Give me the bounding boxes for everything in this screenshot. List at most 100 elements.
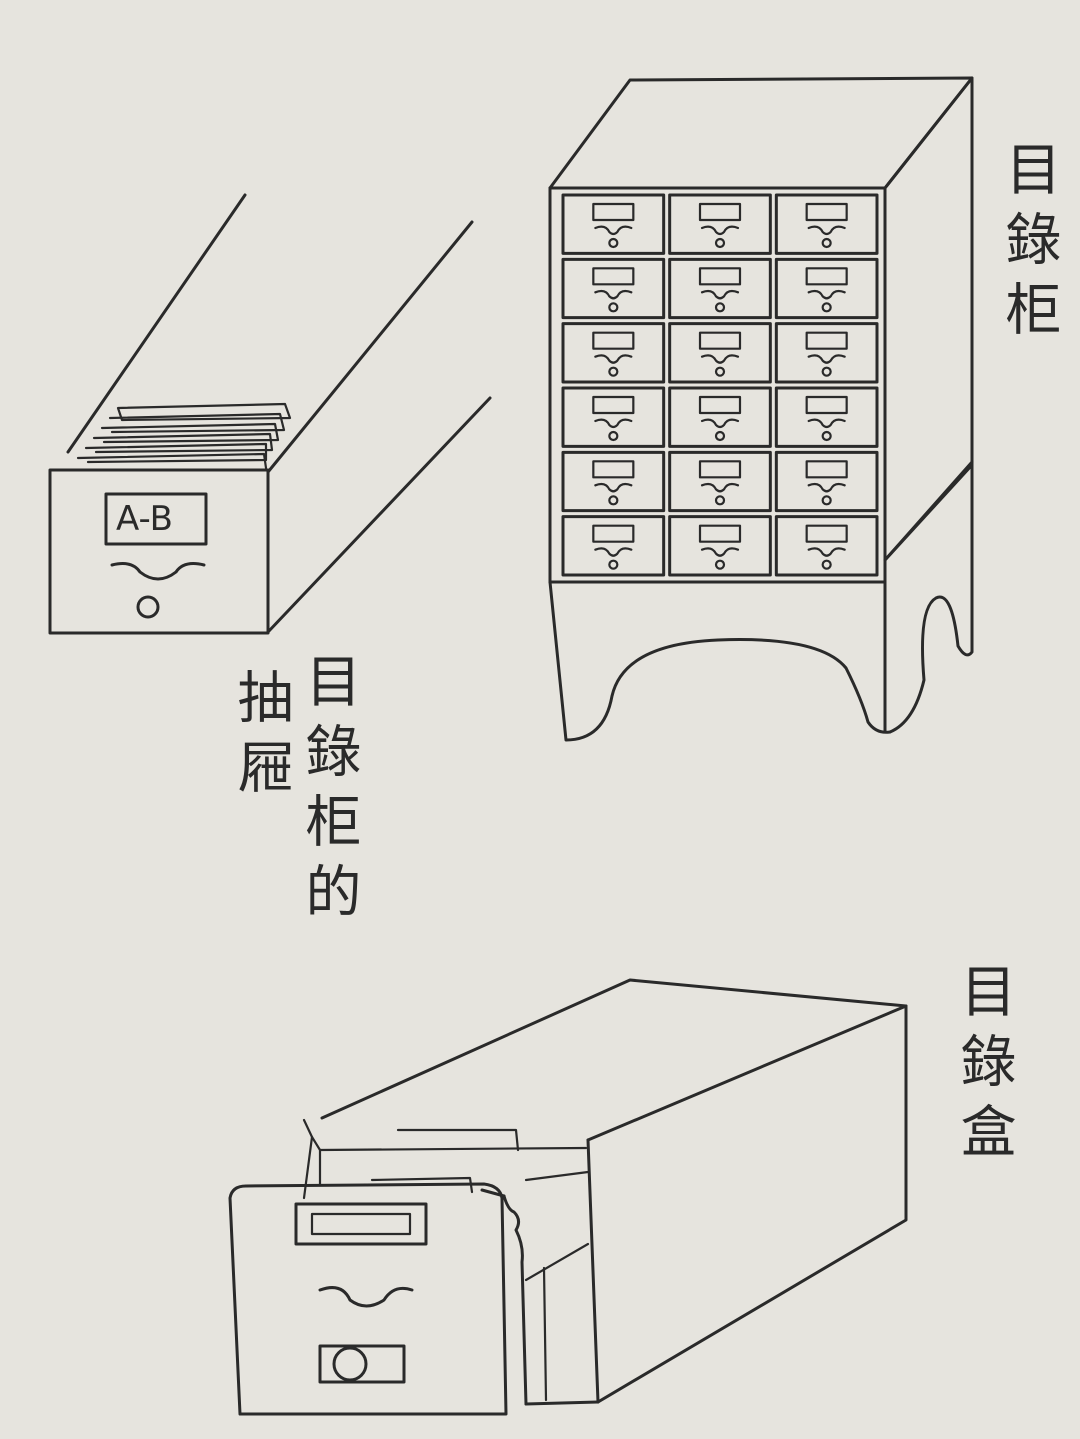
drawer-handle (807, 225, 846, 236)
drawer-knob (714, 366, 726, 377)
cabinet-drawer (668, 257, 772, 320)
cabinet-drawer (774, 515, 879, 577)
drawer-front (668, 515, 772, 577)
drawer-handle (700, 418, 740, 429)
drawer-handle (700, 482, 740, 493)
drawer-label-holder (698, 395, 742, 415)
cabinet-drawer (668, 322, 772, 384)
drawer-label-holder (592, 331, 635, 350)
drawer-handle (807, 547, 846, 557)
drawer-knob (608, 559, 619, 570)
drawer-handle (594, 547, 633, 557)
drawer-knob (608, 495, 619, 506)
drawer-label-holder (805, 524, 848, 543)
drawer-label-holder (698, 460, 742, 479)
drawer-front (561, 257, 666, 320)
drawer-knob (821, 237, 832, 249)
drawer-handle (594, 482, 633, 493)
cabinet-drawer (774, 386, 879, 448)
drawer-knob (714, 430, 726, 442)
drawer-label-holder (592, 202, 635, 222)
drawer-front (774, 386, 879, 448)
drawer-knob (714, 559, 726, 570)
drawer-handle (594, 289, 633, 300)
drawer-front (774, 515, 879, 577)
drawer-front (668, 193, 772, 255)
cabinet-drawer (668, 515, 772, 577)
drawer-front (561, 322, 666, 384)
cabinet-drawer (774, 322, 879, 384)
cabinet-drawer (774, 257, 879, 320)
cabinet-drawer (668, 193, 772, 255)
drawer-knob (714, 302, 726, 313)
drawer-handle (807, 354, 846, 364)
drawer-knob (608, 302, 619, 313)
drawer-front (774, 450, 879, 513)
drawer-knob (714, 237, 726, 249)
drawer-label-holder (805, 395, 848, 415)
drawer-label-holder (805, 460, 848, 479)
drawer-handle (807, 418, 846, 429)
drawer-front (774, 322, 879, 384)
drawer-front (668, 386, 772, 448)
drawer-front (774, 257, 879, 320)
drawer-handle (594, 418, 633, 429)
drawer-label-holder (805, 202, 848, 222)
cabinet-drawer (561, 386, 666, 448)
drawer-knob (821, 430, 832, 442)
drawer-label-holder (592, 524, 635, 543)
cabinet-drawer (561, 193, 666, 255)
drawer-handle (594, 354, 633, 364)
drawer-front (774, 193, 879, 255)
drawer-knob (821, 366, 832, 377)
cabinet-drawers (561, 193, 879, 577)
drawer-label-holder (592, 267, 635, 286)
drawer-label-holder (698, 267, 742, 286)
drawer-label-holder (698, 202, 742, 222)
drawer-knob (821, 495, 832, 506)
drawer-handle (700, 354, 740, 364)
cabinet-drawer (668, 450, 772, 513)
drawer-handle (700, 225, 740, 236)
drawer-label-holder (592, 460, 635, 479)
catalog-box-drawing (228, 978, 908, 1416)
drawer-label-holder (698, 331, 742, 350)
drawer-handle (807, 289, 846, 300)
drawer-front (561, 386, 666, 448)
drawer-handle (594, 225, 633, 236)
drawer-knob (821, 302, 832, 313)
drawer-caption-line-1: 抽屜 (228, 668, 293, 808)
drawer-front (561, 515, 666, 577)
cabinet-drawer (561, 515, 666, 577)
drawer-knob (714, 495, 726, 506)
drawer-knob (608, 430, 619, 442)
cabinet-drawer (561, 257, 666, 320)
catalog-cabinet-drawing (548, 76, 974, 742)
drawer-front (668, 322, 772, 384)
drawer-label-holder (805, 331, 848, 350)
drawer-handle (700, 547, 740, 557)
cabinet-drawer (774, 193, 879, 255)
box-caption: 目錄盒 (951, 962, 1016, 1172)
drawer-front (561, 450, 666, 513)
drawer-label-holder (805, 267, 848, 286)
drawer-front (668, 257, 772, 320)
drawer-label-holder (698, 524, 742, 543)
cabinet-drawer (561, 322, 666, 384)
drawer-knob (821, 559, 832, 570)
drawer-handle (807, 482, 846, 493)
cabinet-drawer (668, 386, 772, 448)
drawer-knob (608, 366, 619, 377)
cabinet-drawer (561, 450, 666, 513)
drawer-label-holder (592, 395, 635, 415)
drawer-label-tag: A-B (116, 499, 173, 539)
catalog-drawer-drawing (48, 193, 492, 635)
drawer-front (668, 450, 772, 513)
drawer-handle (700, 289, 740, 300)
cabinet-caption: 目錄柜 (996, 140, 1061, 350)
cabinet-drawer (774, 450, 879, 513)
drawer-knob (608, 237, 619, 249)
drawer-caption-line-2: 目錄柜的 (296, 652, 361, 932)
